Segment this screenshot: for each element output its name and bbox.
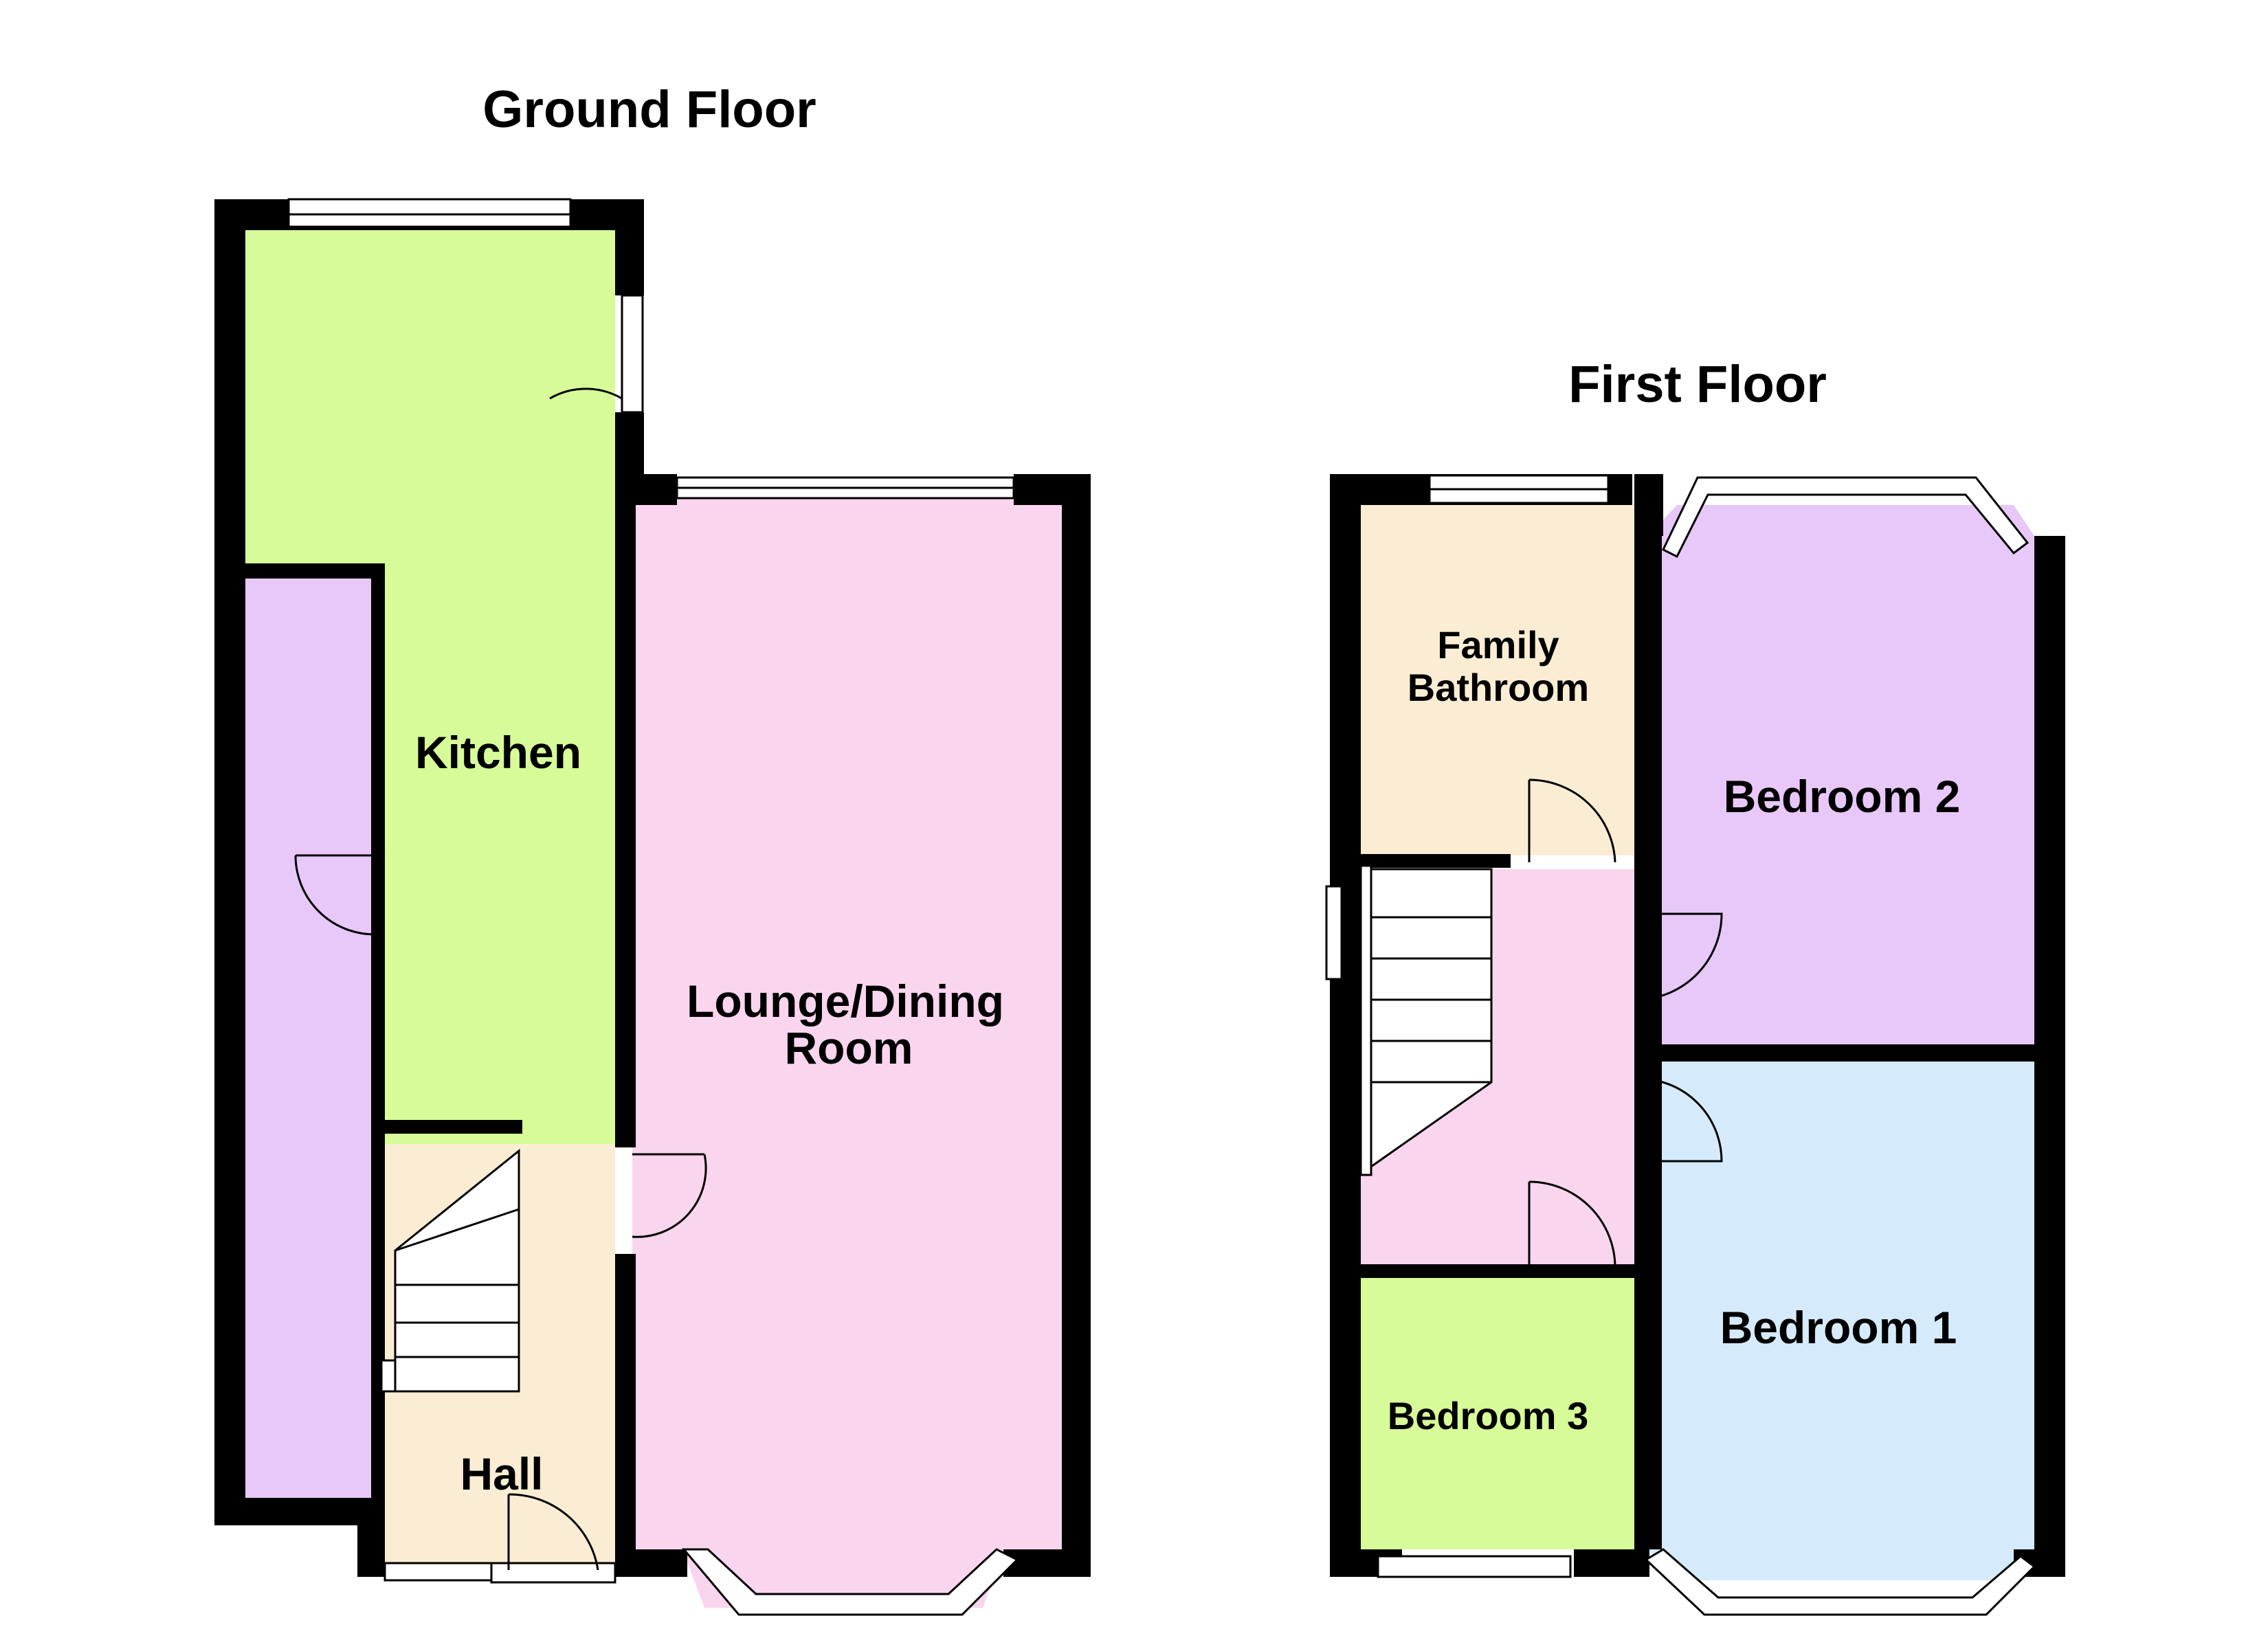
bathroom-label-line2: Bathroom [1408, 666, 1589, 709]
bedroom3-door-swing [1528, 1180, 1616, 1268]
bed3-landing-partition [1359, 1264, 1634, 1278]
front-door-frame [490, 1562, 616, 1584]
bed1-bed2-partition [1648, 1044, 2036, 1062]
store-right-wall [371, 563, 385, 1498]
lounge-door-swing [632, 1154, 707, 1238]
hall-label: Hall [460, 1448, 543, 1499]
lounge-label-line1: Lounge/Dining [687, 976, 1004, 1027]
kitchen-label: Kitchen [415, 727, 581, 778]
kitchen-back-door-swing [549, 388, 623, 400]
ground-floor-plan: Kitchen Lounge/Dining Room Hall [214, 198, 1091, 1616]
lounge-room [632, 491, 1062, 1553]
lounge-bottom-left-wall [632, 1549, 687, 1577]
ff-center-top [1634, 474, 1663, 536]
bedroom1-bay-window [1644, 1548, 2036, 1616]
lounge-label-line2: Room [785, 1022, 913, 1073]
bedroom1-door-swing [1638, 1077, 1723, 1163]
bedroom3-room [1359, 1278, 1634, 1549]
bedroom2-door-swing [1636, 912, 1723, 1001]
bath-landing-partition [1359, 854, 1511, 868]
lounge-bottom-right-wall [1003, 1549, 1091, 1577]
bedroom2-label: Bedroom 2 [1724, 771, 1961, 822]
first-floor-plan: Family Bathroom Bedroom 2 Bedroom 1 Bedr… [1325, 474, 2065, 1616]
kitchen-lounge-partition [615, 474, 636, 1147]
bedroom3-label: Bedroom 3 [1388, 1394, 1589, 1437]
bedroom3-window [1377, 1555, 1572, 1578]
lounge-right-wall [1062, 474, 1091, 1577]
hall-window [383, 1562, 493, 1582]
bedroom2-room [1648, 505, 2034, 1044]
bedroom1-label: Bedroom 1 [1720, 1302, 1957, 1353]
store-bottom-wall [214, 1498, 385, 1525]
kitchen-right-wall-upper [615, 199, 644, 295]
kitchen-hall-partition [385, 1120, 522, 1134]
bedroom2-bay-window [1662, 476, 2030, 559]
ground-stairs [380, 1148, 520, 1393]
side-store-room [244, 577, 371, 1498]
ground-left-wall [214, 199, 245, 1525]
lounge-bay-window [681, 1548, 1019, 1616]
landing-window [1325, 885, 1343, 980]
hall-left-corner-wall [357, 1498, 385, 1577]
kitchen-side-door-frame [621, 294, 644, 414]
bathroom-room [1359, 505, 1634, 855]
kitchen-room [244, 230, 615, 563]
hall-lounge-partition [615, 1254, 636, 1577]
bathroom-door-swing [1528, 778, 1616, 863]
ff-bottom-mid-wall [1574, 1549, 1649, 1577]
first-floor-title: First Floor [1568, 355, 1827, 414]
bathroom-label-line1: Family [1437, 623, 1559, 666]
kitchen-window [287, 198, 572, 228]
ff-right-wall [2034, 536, 2065, 1577]
first-floor-stairs [1359, 864, 1493, 1176]
front-door-swing [508, 1493, 599, 1571]
ff-center-wall [1634, 474, 1662, 1549]
bedroom1-room [1648, 1062, 2034, 1580]
ff-left-wall [1330, 474, 1361, 1577]
store-top-wall [244, 563, 385, 579]
store-door-swing [294, 855, 375, 936]
kitchen-room-lower [385, 563, 615, 1144]
ground-floor-title: Ground Floor [482, 80, 816, 139]
